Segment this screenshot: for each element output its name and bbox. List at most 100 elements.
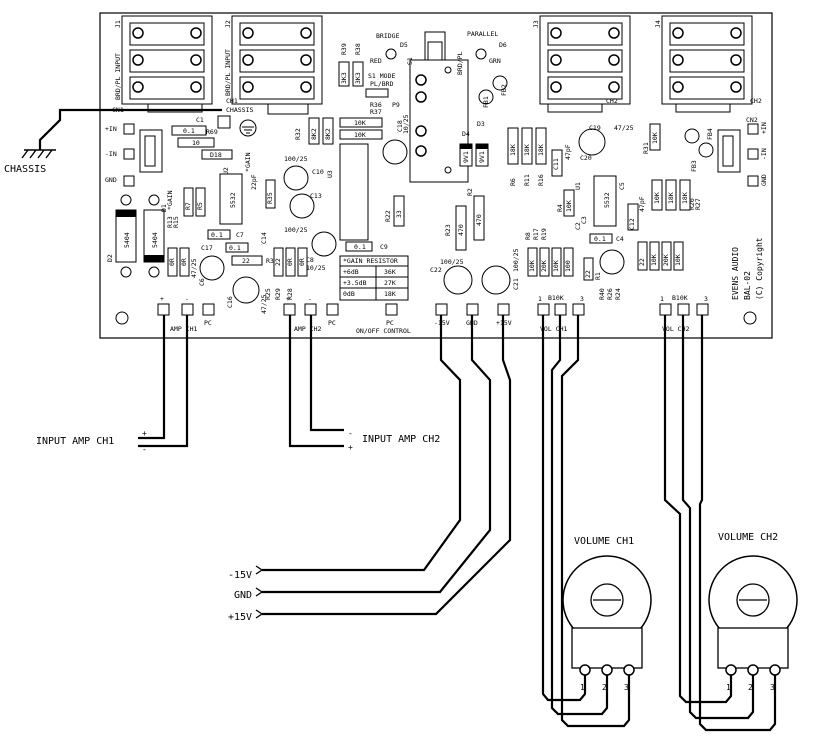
c19-val: 47/25 [614,124,634,132]
wire-vol-ch1-pin2 [550,315,609,716]
c21-ref: C21 [512,278,520,290]
gnd-right: GND [760,174,768,186]
r39-val: 3K3 [340,72,348,84]
pot1-pin1: 1 [580,683,585,692]
r23-ref: R23 [444,224,452,236]
in-minus-right: -IN [760,148,768,160]
led-d5 [385,48,397,60]
vol-ch1-pcb: VOL CH1 [540,325,567,333]
gain-row-1-gain: +6dB [343,268,359,276]
c16-val: 47/25 [260,294,268,314]
r15-ref: R15 [172,216,180,228]
r3-ref: R3 [266,257,274,265]
r26-ref: R26 [606,288,614,300]
r11-val: 18K [523,144,531,156]
mounting-hole [743,311,757,325]
r100-bottom: 100 [564,260,572,272]
volume-ch1-pot [562,555,652,676]
cap-c8 [311,231,337,257]
pin1-ch1: 1 [538,295,542,303]
r18k-right-a: 18K [667,192,675,204]
s1-mode-label: S1 MODE [368,72,395,80]
pot2-pin2: 2 [748,683,753,692]
c6-val: 47/25 [190,258,198,278]
volume-ch2-pot [708,555,798,676]
terminal-cn1 [139,129,163,173]
c1-val: 0.1 [183,127,195,135]
c18-val: 10/25 [402,114,410,134]
r4-ref: R4 [556,204,564,212]
d1-type: 5404 [151,232,159,248]
r10k-bottom: 10K [528,260,536,272]
d3-ref: D3 [477,120,485,128]
r31-val: 10K [651,132,659,144]
r2-val: 470 [475,214,483,226]
in-plus-right: +IN [760,122,768,134]
r39-ref: R39 [340,43,348,55]
r8-ref: R8 [524,232,532,240]
j1-ref: J1 [114,20,122,28]
c17-ref: C17 [201,244,213,252]
r19-ref: R19 [540,228,548,240]
r32-val: 8K2 [324,128,332,140]
ic-u1 [593,175,617,227]
c7-val: 0.1 [211,231,223,239]
r10k-a: 10K [354,119,366,127]
amp-ch1-label: AMP CH1 [170,325,197,333]
c11-ref: C11 [552,158,560,170]
r33-val: 8K2 [310,128,318,140]
cap-c10 [283,165,309,191]
r4-val: 10K [565,200,573,212]
chassis-ground-icon [21,149,56,159]
r0-c: 0R [286,258,294,266]
r1-val: 22 [584,270,592,278]
r13-ref: R13 [166,216,174,228]
jack-j3 [539,15,631,113]
resistor-r38 [352,61,364,87]
wire-vol-ch1-pin3 [560,315,631,728]
gain-label-u2: *GAIN [244,152,252,172]
r3-val: 22 [242,257,250,265]
pos15-label: +15V [228,612,252,623]
pl-brd-label: PL/BRD [370,80,394,88]
model-text: BAL-02 [743,271,752,300]
r28-ref: R28 [286,288,294,300]
chassis-pad [217,115,231,129]
in-minus-left: -IN [105,150,117,158]
wire-vol-ch2-pin2 [681,315,755,720]
c5-ref: C5 [618,182,626,190]
wire-amp-ch2 [288,315,344,448]
u1-ref: U1 [574,182,582,190]
r6-ref: R6 [509,178,517,186]
input-amp-ch2-label: INPUT AMP CH2 [362,434,440,445]
c22-ref: C22 [430,266,442,274]
wire-vol-ch2-pin3 [698,315,777,732]
d3-val: 9V1 [478,151,486,163]
jack-j4 [661,15,753,113]
j2-ref: J2 [224,20,232,28]
c3-ref: C3 [580,216,588,224]
r29-ref: R29 [274,288,282,300]
cap-right [599,249,625,275]
bridge-label: BRIDGE [376,32,400,40]
amp-ch2-pc: PC [328,319,336,327]
s1-ref: S1 [406,57,414,65]
d6-ref: D6 [499,41,507,49]
c14-ref: C14 [260,232,268,244]
amp-ch2-ext-plus: + [348,443,353,452]
parallel-label: PARALLEL [467,30,498,38]
pin3-ch1: 3 [580,295,584,303]
r31-ref: R31 [642,142,650,154]
fb1-ref: FB1 [482,96,490,108]
b10k-ch2: B10K [672,294,688,302]
copyright-text: (C) Copyright [755,237,764,300]
pin1-ch2: 1 [660,295,664,303]
c17b-val: 0.1 [229,244,241,252]
r25-ref: R25 [264,288,272,300]
p9-ref: P9 [392,101,400,109]
jack-j1 [121,15,213,113]
pin3-ch2: 3 [704,295,708,303]
r38-val: 3K3 [354,72,362,84]
r69-val: 10 [192,139,200,147]
j3-ch2: CH2 [606,97,618,105]
